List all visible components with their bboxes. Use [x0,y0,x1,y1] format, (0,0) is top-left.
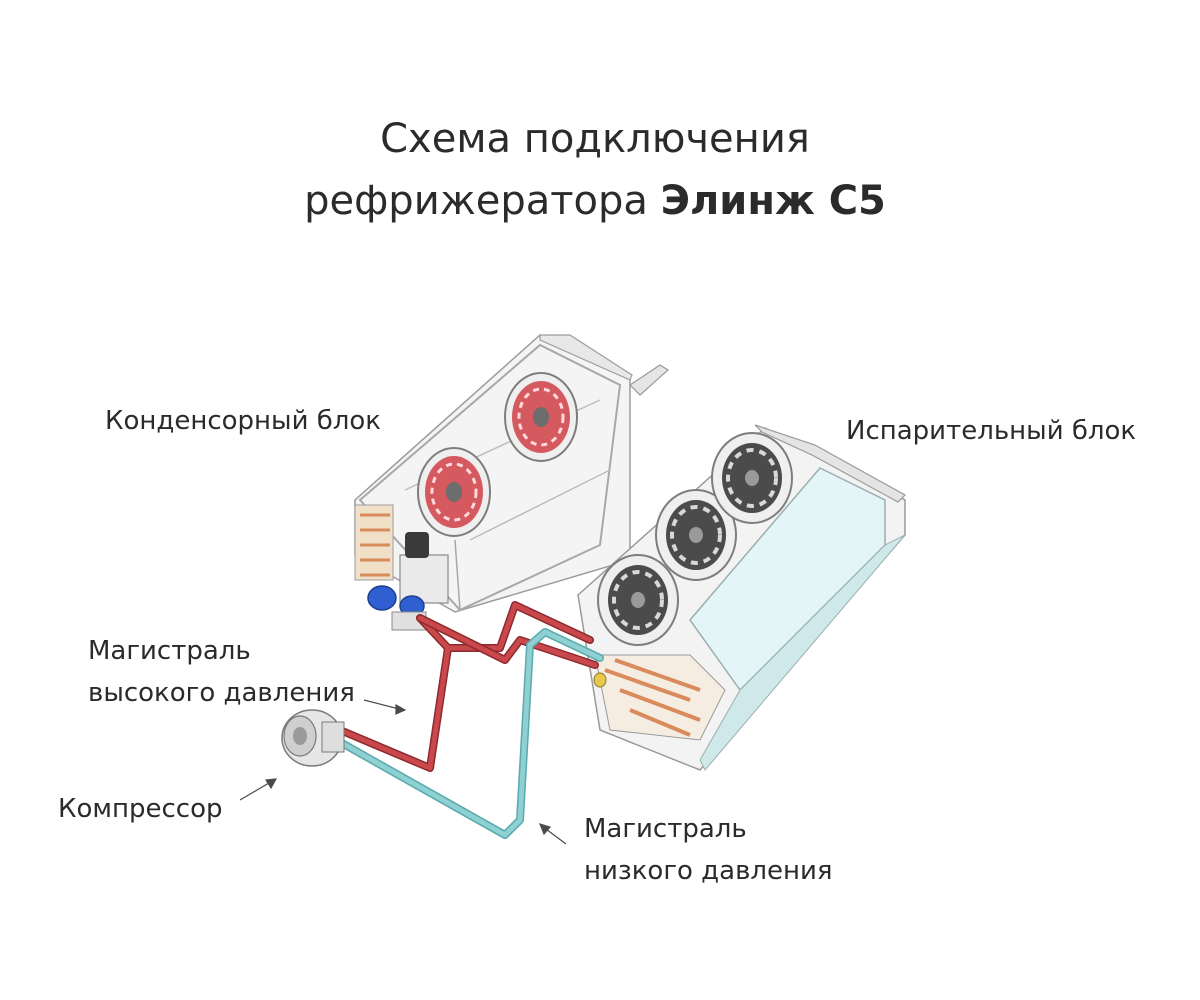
evaporator-unit [577,424,906,771]
evaporator-fan-2 [655,489,737,581]
high-pressure-line-label: Магистраль высокого давления [88,630,355,714]
condenser-fan-1 [417,447,491,537]
evaporator-unit-label: Испарительный блок [846,416,1137,446]
high-pressure-line-pipe [336,601,599,772]
low-pressure-line-pipe [336,628,604,839]
pointer-arrows [239,699,567,845]
title-line-2-prefix: рефрижератора [304,178,661,224]
low-pressure-label-line-1: Магистраль [584,814,747,844]
title-line-1: Схема подключения [380,116,810,162]
condenser-fittings [367,532,449,631]
evaporator-coil [593,654,726,741]
condenser-unit [354,334,669,631]
compressor [281,709,345,767]
low-pressure-label-line-2: низкого давления [584,856,833,886]
condenser-unit-label: Конденсорный блок [105,406,381,436]
title-line-2: рефрижератора Элинж С5 [0,170,1190,232]
evaporator-fan-3 [711,432,793,524]
model-name: Элинж С5 [660,178,886,224]
low-pressure-line-label: Магистраль низкого давления [584,808,833,892]
compressor-label: Компрессор [58,794,223,824]
condenser-fan-2 [504,372,578,462]
high-pressure-label-line-1: Магистраль [88,636,251,666]
evaporator-fan-1 [597,554,679,646]
diagram-title: Схема подключения рефрижератора Элинж С5 [0,108,1190,232]
condenser-coil [354,504,394,581]
high-pressure-label-line-2: высокого давления [88,678,355,708]
